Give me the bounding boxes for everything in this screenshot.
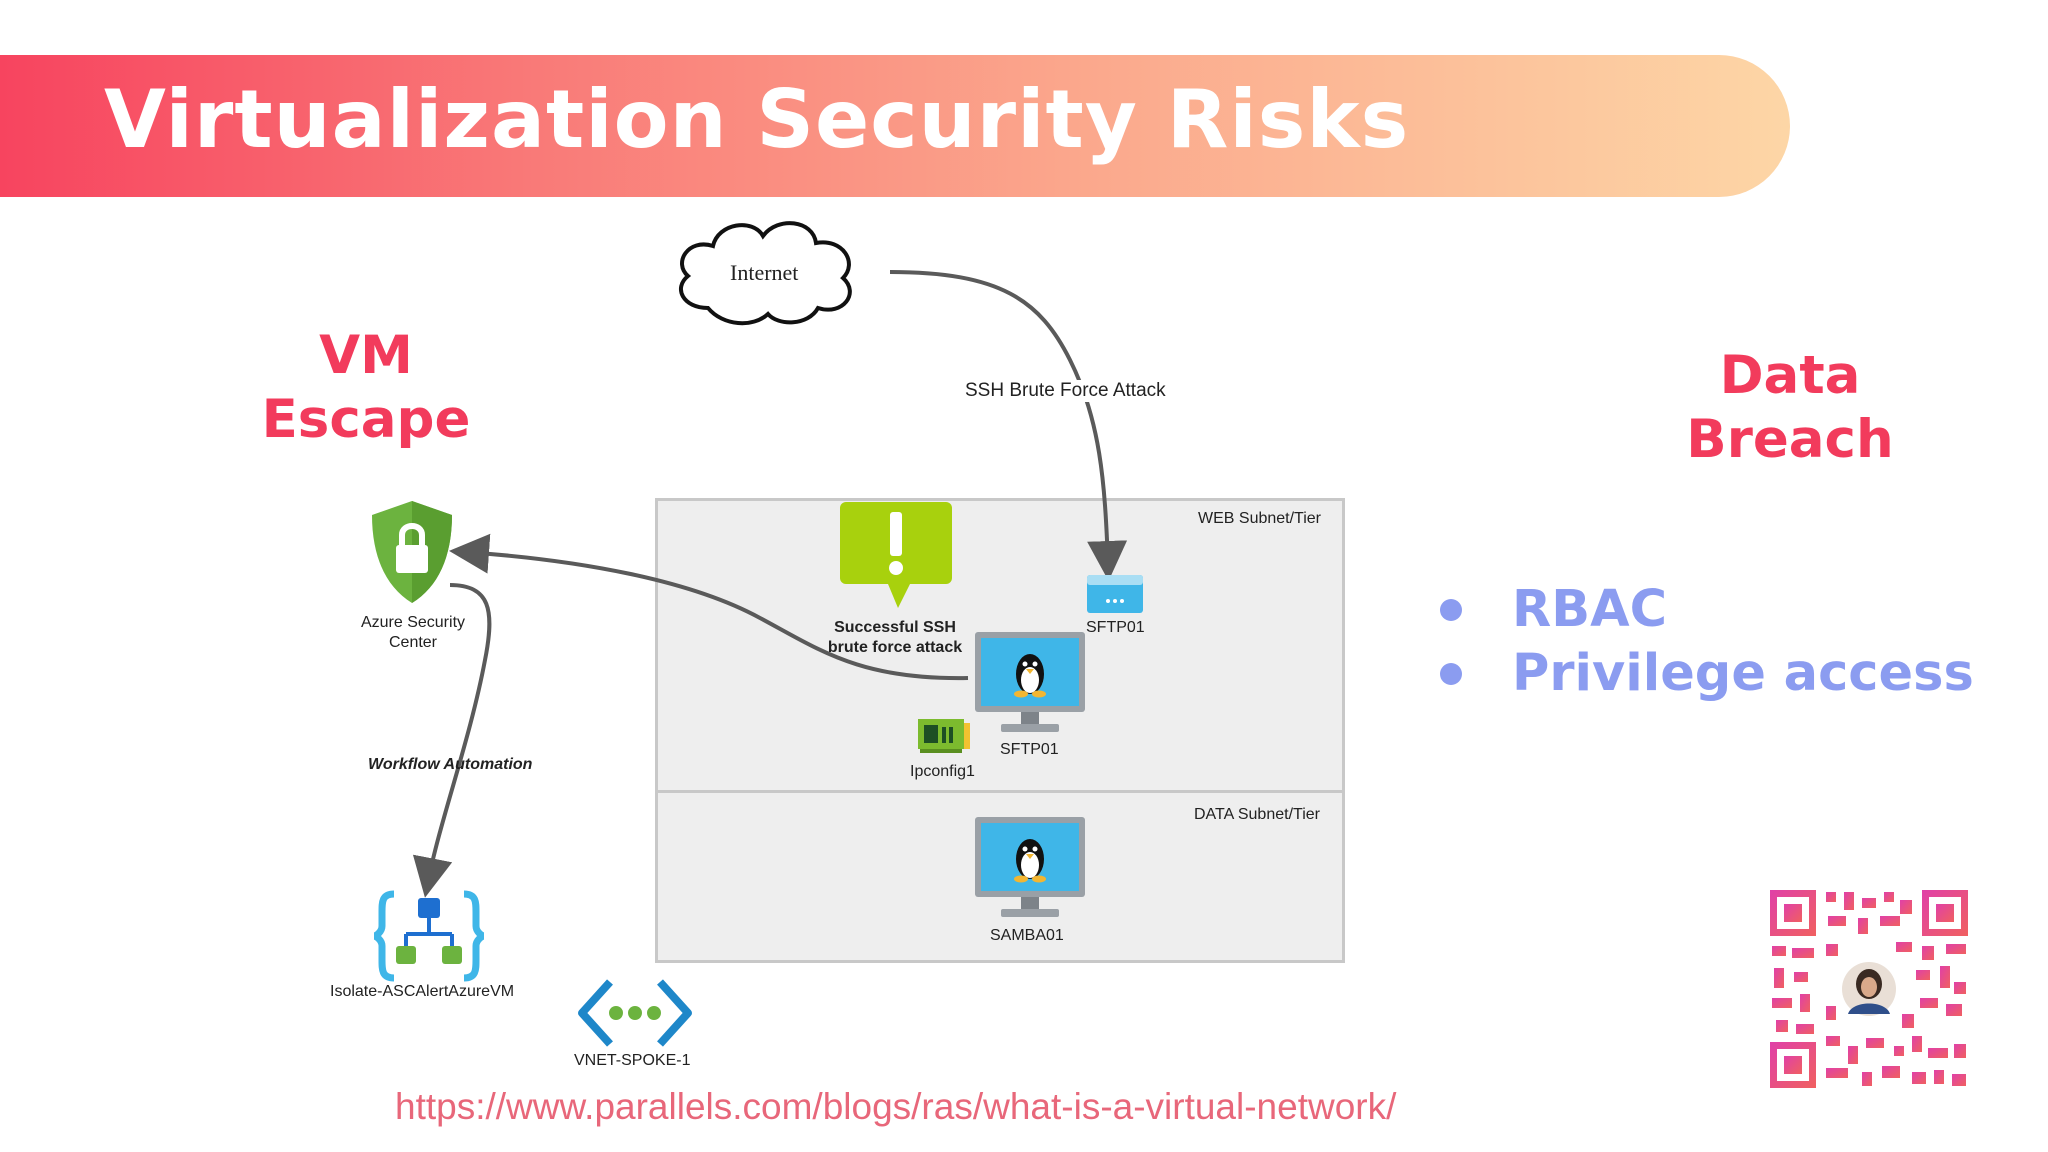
- cloud-icon: [678, 221, 852, 326]
- alert-to-asc-arrow: [449, 533, 969, 681]
- vm-escape-heading: VM Escape: [236, 324, 496, 452]
- internet-label: Internet: [730, 260, 799, 285]
- server-icon: [1087, 575, 1143, 613]
- logic-app-label: Isolate-ASCAlertAzureVM: [330, 983, 515, 1000]
- ssh-attack-label: SSH Brute Force Attack: [963, 380, 1168, 402]
- vnet-icon: [578, 979, 692, 1047]
- bullet-text: Privilege access: [1512, 644, 1974, 703]
- vm-escape-line-2: Escape: [261, 389, 471, 450]
- web-tier-label: WEB Subnet/Tier: [1198, 510, 1322, 527]
- network-card-icon: [918, 719, 970, 753]
- asc-label: Azure Security Center: [340, 613, 486, 653]
- data-breach-heading: Data Breach: [1660, 344, 1920, 472]
- source-link[interactable]: https://www.parallels.com/blogs/ras/what…: [395, 1086, 1397, 1127]
- alert-label-line-2: brute force attack: [827, 639, 963, 656]
- alert-label-line-1: Successful SSH: [834, 619, 956, 636]
- qr-code-icon: [1766, 886, 1972, 1092]
- bullet-text: RBAC: [1512, 580, 1668, 639]
- alert-label: Successful SSH brute force attack: [800, 618, 990, 658]
- title-banner: [0, 55, 1790, 197]
- data-tier-label: DATA Subnet/Tier: [1194, 806, 1320, 823]
- bullet-item: Privilege access: [1440, 642, 1974, 706]
- logic-app-icon: [373, 890, 485, 982]
- data-breach-line-2: Breach: [1686, 409, 1894, 470]
- shield-lock-icon: [372, 501, 452, 603]
- workflow-label: Workflow Automation: [368, 756, 533, 773]
- nic-label: Ipconfig1: [910, 763, 975, 780]
- workflow-arrow: [412, 583, 492, 898]
- data-breach-line-1: Data: [1719, 345, 1861, 406]
- asc-label-line-1: Azure Security: [360, 614, 466, 631]
- linux-monitor-icon: [975, 632, 1085, 732]
- linux-monitor-icon: [975, 817, 1085, 917]
- risk-bullet-list: RBAC Privilege access: [1440, 578, 1974, 706]
- sftp-server-label: SFTP01: [1086, 619, 1145, 636]
- bullet-item: RBAC: [1440, 578, 1974, 642]
- vnet-label: VNET-SPOKE-1: [574, 1052, 691, 1069]
- ssh-attack-arrow: [889, 270, 1128, 581]
- samba-vm-label: SAMBA01: [990, 927, 1064, 944]
- bullet-dot-icon: [1440, 599, 1462, 621]
- sftp-vm-label: SFTP01: [1000, 741, 1059, 758]
- asc-label-line-2: Center: [388, 634, 438, 651]
- alert-bubble-icon: [840, 502, 952, 608]
- bullet-dot-icon: [1440, 663, 1462, 685]
- vm-escape-line-1: VM: [319, 325, 413, 386]
- slide-title: Virtualization Security Risks: [104, 73, 1410, 166]
